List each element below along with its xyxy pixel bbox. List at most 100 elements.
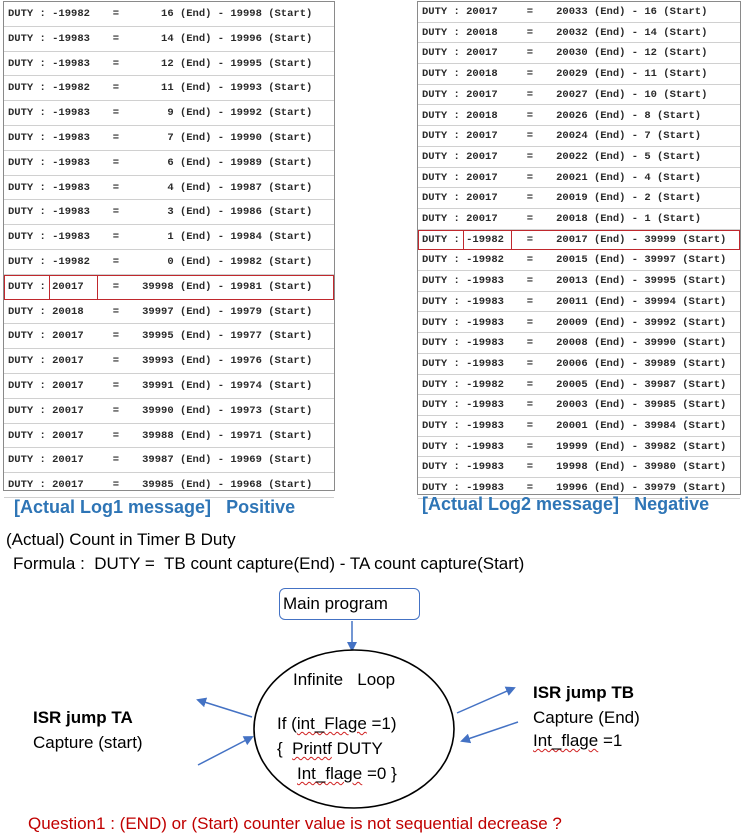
log-row-start-tag: (Start) <box>268 206 313 219</box>
log-row-start-tag: (Start) <box>663 68 708 81</box>
loop-line3-suffix: =0 } <box>362 764 397 783</box>
log-row-end-tag: (End) <box>593 357 626 370</box>
log-row-start-tag: (Start) <box>682 440 727 453</box>
isr-ta-arrow-in <box>197 736 254 766</box>
log-row-label: DUTY <box>422 357 448 370</box>
log-row-label: DUTY <box>422 378 448 391</box>
log-row-start-tag: (Start) <box>682 233 727 246</box>
log-row-start-tag: (Start) <box>268 256 313 268</box>
log-row-end-tag: (End) <box>179 305 212 318</box>
log-row-start-tag: (Start) <box>682 461 727 474</box>
log-row-end-value: 39985 <box>142 479 174 492</box>
log-row-end-value: 39993 <box>142 355 174 368</box>
log-row-start-tag: (Start) <box>268 32 313 45</box>
log-row-label: DUTY <box>8 206 34 219</box>
log-row-end-value: 3 <box>167 206 174 219</box>
log-row-end-tag: (End) <box>179 32 212 45</box>
log-row-start-tag: (Start) <box>268 231 313 244</box>
log-row-duty-value: -19983 <box>466 461 504 474</box>
log-row-start-tag: (Start) <box>682 275 727 288</box>
log-row-end-tag: (End) <box>593 109 626 122</box>
log-row-duty-value: -19983 <box>466 275 504 288</box>
log-row-end-value: 20008 <box>556 337 588 350</box>
log-row-start-value: 39979 <box>644 482 676 495</box>
log-row-start-value: 10 <box>644 88 657 101</box>
log-row-start-value: 39997 <box>644 254 676 267</box>
log-row-duty-value: 20017 <box>52 280 84 293</box>
log-row-end-value: 39998 <box>142 280 174 293</box>
log-row: DUTY : 20017 = 20022 (End) - 5 (Start) <box>418 147 740 168</box>
log-row: DUTY : 20017 = 20021 (End) - 4 (Start) <box>418 168 740 189</box>
log-row-label: DUTY <box>8 280 34 293</box>
log-row-start-tag: (Start) <box>663 26 708 39</box>
log-row-duty-value: -19983 <box>466 337 504 350</box>
log-row-end-tag: (End) <box>593 461 626 474</box>
log2-caption-text: [Actual Log2 message] <box>422 494 620 514</box>
log-row-start-tag: (Start) <box>657 150 702 163</box>
loop-line1: If (int_Flage =1) <box>277 714 397 734</box>
log-row-duty-value: -19983 <box>466 316 504 329</box>
log-row-label: DUTY <box>8 429 34 442</box>
log-row-end-tag: (End) <box>593 316 626 329</box>
description-line1: (Actual) Count in Timer B Duty <box>6 530 236 549</box>
log-row-end-tag: (End) <box>179 380 212 392</box>
main-program-label: Main program <box>283 594 388 613</box>
log-row-end-tag: (End) <box>593 130 626 143</box>
log-row-label: DUTY <box>422 316 448 329</box>
log-row-start-value: 19976 <box>230 355 262 368</box>
log-row-duty-value: -19982 <box>466 254 504 267</box>
log-row-start-value: 8 <box>644 109 651 122</box>
log-row-duty-value: 20018 <box>466 68 498 81</box>
log-row-start-value: 19992 <box>230 107 262 120</box>
log-row-start-tag: (Start) <box>268 330 313 343</box>
log-row-start-value: 39980 <box>644 461 676 474</box>
isr-tb-flag-word: Int_flage <box>533 731 599 750</box>
isr-tb-flag: Int_flage =1 <box>533 731 622 751</box>
log-row: DUTY : 20017 = 20033 (End) - 16 (Start) <box>418 2 740 23</box>
log-row-label: DUTY <box>422 440 448 453</box>
log-row: DUTY : 20017 = 20027 (End) - 10 (Start) <box>418 85 740 106</box>
log-row-label: DUTY <box>8 231 34 244</box>
log-row-end-value: 39987 <box>142 454 174 467</box>
log-row-label: DUTY <box>422 399 448 412</box>
log-row-duty-value: -19983 <box>466 357 504 370</box>
log-row-end-tag: (End) <box>593 482 626 495</box>
log-row-duty-value: -19983 <box>52 32 90 45</box>
log-row-start-tag: (Start) <box>657 192 702 205</box>
log-row-duty-value: -19983 <box>52 231 90 244</box>
log-row-start-value: 14 <box>644 26 657 39</box>
log-row-label: DUTY <box>422 88 448 101</box>
log-row-label: DUTY <box>8 156 34 169</box>
log-row-label: DUTY <box>422 482 448 495</box>
log-row-label: DUTY <box>8 132 34 144</box>
log-row-end-value: 20005 <box>556 378 588 391</box>
log-row-start-tag: (Start) <box>682 337 727 350</box>
log-row-duty-value: 20017 <box>52 404 84 417</box>
log-row: DUTY : -19983 = 19999 (End) - 39982 (Sta… <box>418 437 740 458</box>
log-row: DUTY : 20017 = 39988 (End) - 19971 (Star… <box>4 424 334 449</box>
log-row-end-value: 20015 <box>556 254 588 267</box>
log-row-start-value: 39985 <box>644 399 676 412</box>
log-row-start-tag: (Start) <box>663 88 708 101</box>
log-row-end-value: 14 <box>161 32 174 45</box>
log-row-end-tag: (End) <box>179 82 212 95</box>
log-row-label: DUTY <box>8 8 34 20</box>
log-row-end-value: 20013 <box>556 275 588 288</box>
log-row-start-value: 19984 <box>230 231 262 244</box>
log-row-duty-value: -19982 <box>52 82 90 95</box>
isr-tb-arrow-in <box>460 721 519 744</box>
loop-line1-prefix: If ( <box>277 714 297 733</box>
log-row-start-tag: (Start) <box>663 6 708 18</box>
log-row-end-value: 20022 <box>556 150 588 163</box>
log-row-label: DUTY <box>422 109 448 122</box>
log-row-duty-value: 20017 <box>466 130 498 143</box>
log-row-end-tag: (End) <box>593 68 626 81</box>
log-row: DUTY : -19982 = 16 (End) - 19998 (Start) <box>4 2 334 27</box>
log-row-start-value: 19986 <box>230 206 262 219</box>
isr-tb-subtitle: Capture (End) <box>533 708 640 727</box>
log-row-start-value: 39989 <box>644 357 676 370</box>
log-row-start-value: 19990 <box>230 132 262 144</box>
log-row-end-value: 12 <box>161 57 174 70</box>
log-row-start-tag: (Start) <box>682 357 727 370</box>
log-row-end-tag: (End) <box>593 213 626 225</box>
